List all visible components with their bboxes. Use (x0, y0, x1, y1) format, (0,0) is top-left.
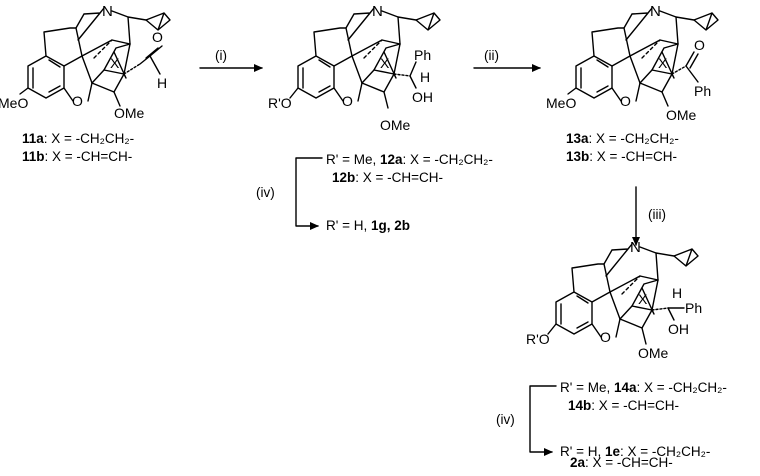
atom-o-ring: O (600, 329, 611, 345)
step-label-iii: (iii) (648, 207, 666, 222)
branch-2a-suffix: : X = -CH=CH- (585, 455, 673, 470)
atom-n: N (630, 239, 641, 256)
branch-12b-id: 12b (332, 170, 356, 185)
branch-14a-prefix: R' = Me, (560, 380, 614, 395)
compound-13-structure: O Ph N O X MeO OMe (546, 3, 719, 123)
branch-1g-prefix: R' = H, (326, 218, 371, 233)
caption-11a-text: : X = -CH₂CH₂- (43, 131, 135, 146)
atom-ph: Ph (694, 83, 711, 99)
atom-o-ring: O (620, 93, 631, 109)
branch-1g-id: 1g, 2b (370, 218, 410, 233)
atom-oh: OH (412, 89, 433, 105)
atom-meo-left: MeO (0, 95, 28, 111)
atom-h-aldehyde: H (157, 75, 167, 91)
arrow-step-iv-bottom (529, 385, 557, 456)
atom-x: X (380, 55, 390, 71)
branch-12a-line: R' = Me, 12a: X = -CH₂CH₂- (326, 152, 493, 168)
step-label-ii: (ii) (484, 48, 499, 63)
atom-o-ring: O (72, 93, 83, 109)
branch-12b-line: 12b: X = -CH=CH- (332, 170, 443, 186)
atom-n: N (650, 3, 661, 20)
branch-2a-line: 2a: X = -CH=CH- (570, 455, 673, 471)
atom-oh: OH (668, 321, 689, 337)
compound-14-structure: H Ph OH N O X R'O OMe (526, 239, 702, 361)
caption-11b: 11b: X = -CH=CH- (22, 149, 132, 165)
atom-ome-right: OMe (638, 345, 669, 361)
atom-o-ring: O (342, 93, 353, 109)
compound-12-structure: Ph H OH N O X R'O OMe (268, 3, 441, 133)
atom-ome-right: OMe (666, 107, 697, 123)
compound-11-structure: O H N O X MeO OMe (0, 3, 171, 121)
branch-14b-id: 14b (568, 398, 592, 413)
atom-n: N (372, 3, 383, 20)
caption-13a-text: : X = -CH₂CH₂- (588, 131, 679, 146)
branch-14a-line: R' = Me, 14a: X = -CH₂CH₂- (560, 380, 727, 396)
atom-n: N (102, 3, 113, 20)
step-label-iv-bottom: (iv) (496, 412, 515, 427)
atom-o-aldehyde: O (152, 29, 163, 45)
branch-14a-suffix: : X = -CH₂CH₂- (636, 380, 727, 395)
caption-13b: 13b: X = -CH=CH- (566, 149, 677, 165)
atom-ome-right: OMe (380, 117, 411, 133)
caption-13b-text: : X = -CH=CH- (589, 149, 678, 164)
atom-x: X (110, 55, 120, 71)
branch-2a-id: 2a (570, 455, 586, 470)
branch-12b-suffix: : X = -CH=CH- (355, 170, 444, 185)
branch-1e-suffix: : X = -CH₂CH₂- (620, 444, 711, 459)
step-label-iv-top: (iv) (256, 185, 275, 200)
caption-13a-id: 13a (566, 131, 589, 146)
caption-11a-id: 11a (22, 131, 44, 146)
branch-12a-suffix: : X = -CH₂CH₂- (402, 152, 493, 167)
step-label-i: (i) (215, 48, 227, 63)
atom-h: H (672, 285, 682, 301)
caption-11a: 11a: X = -CH₂CH₂- (22, 131, 134, 147)
branch-12a-prefix: R' = Me, (326, 152, 380, 167)
caption-13b-id: 13b (566, 149, 590, 164)
branch-1e-prefix: R' = H, (560, 444, 605, 459)
branch-12a-id: 12a (379, 152, 403, 167)
atom-meo-left: MeO (546, 95, 576, 111)
branch-14b-line: 14b: X = -CH=CH- (568, 398, 679, 414)
atom-ome-right: OMe (114, 105, 145, 121)
atom-x: X (638, 291, 648, 307)
branch-14a-id: 14a (613, 380, 637, 395)
atom-h: H (420, 69, 430, 85)
arrow-step-iv-top (295, 157, 323, 230)
branch-1g-line: R' = H, 1g, 2b (326, 218, 410, 234)
atom-x: X (658, 55, 668, 71)
branch-1e-line: R' = H, 1e: X = -CH₂CH₂- (560, 444, 710, 460)
atom-ph: Ph (685, 300, 702, 316)
atom-o-ketone: O (694, 37, 705, 53)
branch-14b-suffix: : X = -CH=CH- (591, 398, 680, 413)
caption-11b-text: : X = -CH=CH- (44, 149, 133, 164)
branch-1e-id: 1e (604, 444, 620, 459)
atom-ro-left: R'O (268, 95, 292, 111)
caption-13a: 13a: X = -CH₂CH₂- (566, 131, 679, 147)
atom-ph: Ph (414, 47, 431, 63)
atom-ro-left: R'O (526, 331, 550, 347)
caption-11b-id: 11b (22, 149, 45, 164)
